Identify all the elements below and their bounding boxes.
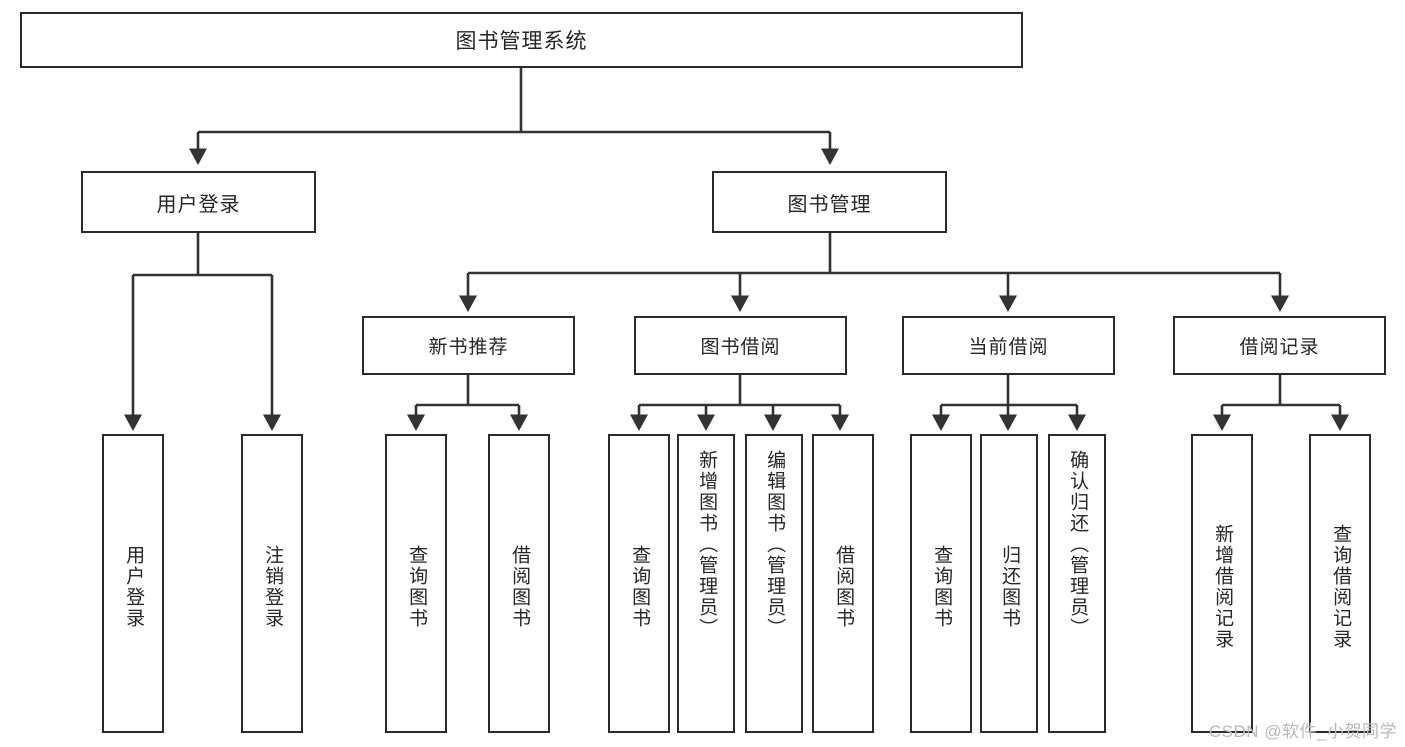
node-current-borrow[interactable]: 当前借阅 bbox=[902, 316, 1115, 375]
node-current-borrow-label: 当前借阅 bbox=[968, 337, 1049, 358]
node-book-manage[interactable]: 图书管理 bbox=[712, 171, 947, 233]
node-new-book-recommend-label: 新书推荐 bbox=[428, 337, 509, 358]
node-leaf-user-login[interactable]: 用户登录 bbox=[102, 434, 164, 733]
node-book-borrow-label: 图书借阅 bbox=[700, 337, 781, 358]
node-root[interactable]: 图书管理系统 bbox=[20, 12, 1023, 68]
node-leaf-query-book-2-label: 查询图书 bbox=[629, 544, 651, 629]
node-leaf-user-logout-label: 注销登录 bbox=[262, 544, 284, 629]
leaf-user-login-wrap: 用户登录 bbox=[104, 442, 162, 731]
node-borrow-record[interactable]: 借阅记录 bbox=[1173, 316, 1386, 375]
node-leaf-add-book[interactable]: 新增图书（管理员） bbox=[677, 434, 735, 733]
leaf-query-book-2-wrap: 查询图书 bbox=[610, 442, 668, 731]
node-leaf-user-login-label: 用户登录 bbox=[123, 544, 145, 629]
node-leaf-query-book-3-label: 查询图书 bbox=[931, 544, 953, 629]
leaf-edit-book-wrap: 编辑图书（管理员） bbox=[747, 442, 801, 731]
node-user-login[interactable]: 用户登录 bbox=[81, 171, 316, 233]
node-leaf-edit-book-label: 编辑图书（管理员） bbox=[764, 450, 786, 639]
node-leaf-return-book[interactable]: 归还图书 bbox=[980, 434, 1038, 733]
leaf-borrow-book-2-wrap: 借阅图书 bbox=[814, 442, 872, 731]
node-leaf-add-record[interactable]: 新增借阅记录 bbox=[1191, 434, 1253, 733]
node-user-login-label: 用户登录 bbox=[156, 193, 241, 216]
leaf-query-book-3-wrap: 查询图书 bbox=[912, 442, 970, 731]
node-leaf-confirm-return[interactable]: 确认归还（管理员） bbox=[1048, 434, 1106, 733]
node-new-book-recommend[interactable]: 新书推荐 bbox=[362, 316, 575, 375]
node-leaf-edit-book[interactable]: 编辑图书（管理员） bbox=[745, 434, 803, 733]
leaf-user-logout-wrap: 注销登录 bbox=[243, 442, 301, 731]
node-leaf-user-logout[interactable]: 注销登录 bbox=[241, 434, 303, 733]
node-leaf-query-record-label: 查询借阅记录 bbox=[1330, 523, 1352, 650]
node-leaf-borrow-book-2[interactable]: 借阅图书 bbox=[812, 434, 874, 733]
node-leaf-query-record[interactable]: 查询借阅记录 bbox=[1309, 434, 1371, 733]
leaf-add-book-wrap: 新增图书（管理员） bbox=[679, 442, 733, 731]
leaf-add-record-wrap: 新增借阅记录 bbox=[1193, 442, 1251, 731]
node-root-label: 图书管理系统 bbox=[455, 30, 588, 53]
leaf-confirm-return-wrap: 确认归还（管理员） bbox=[1050, 442, 1104, 731]
node-leaf-add-record-label: 新增借阅记录 bbox=[1212, 523, 1234, 650]
node-leaf-confirm-return-label: 确认归还（管理员） bbox=[1067, 450, 1089, 639]
node-leaf-borrow-book-1-label: 借阅图书 bbox=[509, 544, 531, 629]
leaf-return-book-wrap: 归还图书 bbox=[982, 442, 1036, 731]
node-leaf-borrow-book-2-label: 借阅图书 bbox=[833, 544, 855, 629]
watermark-text: CSDN @软件_小贺同学 bbox=[1208, 722, 1397, 741]
leaf-borrow-book-1-wrap: 借阅图书 bbox=[490, 442, 548, 731]
leaf-query-book-1-wrap: 查询图书 bbox=[387, 442, 445, 731]
leaf-query-record-wrap: 查询借阅记录 bbox=[1311, 442, 1369, 731]
node-leaf-query-book-1[interactable]: 查询图书 bbox=[385, 434, 447, 733]
node-leaf-query-book-3[interactable]: 查询图书 bbox=[910, 434, 972, 733]
node-leaf-query-book-2[interactable]: 查询图书 bbox=[608, 434, 670, 733]
node-leaf-query-book-1-label: 查询图书 bbox=[406, 544, 428, 629]
node-book-borrow[interactable]: 图书借阅 bbox=[634, 316, 847, 375]
node-leaf-add-book-label: 新增图书（管理员） bbox=[696, 450, 718, 639]
node-borrow-record-label: 借阅记录 bbox=[1239, 337, 1320, 358]
node-leaf-return-book-label: 归还图书 bbox=[999, 544, 1021, 629]
node-book-manage-label: 图书管理 bbox=[787, 193, 872, 216]
node-leaf-borrow-book-1[interactable]: 借阅图书 bbox=[488, 434, 550, 733]
